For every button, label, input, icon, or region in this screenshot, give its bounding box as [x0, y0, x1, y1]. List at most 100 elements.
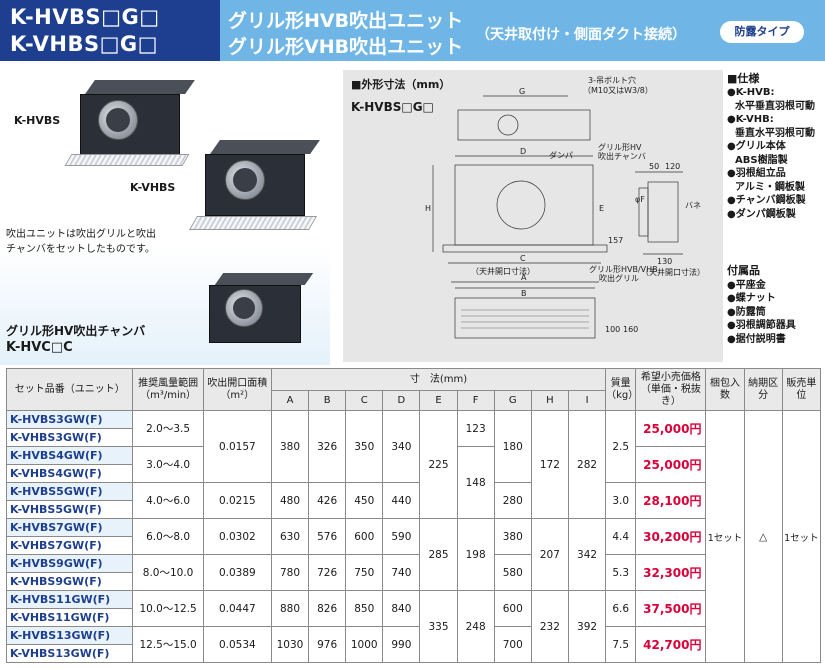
table-cell-dim-d: 840 — [382, 590, 421, 627]
label-ceiling-130: （天井開口寸法） — [641, 268, 705, 277]
spec-item: 水平垂直羽根可動 — [735, 100, 815, 112]
table-cell-price: 25,000円 — [635, 410, 707, 447]
table-cell-model: K-HVBS4GW(F) — [5, 446, 134, 465]
accessories-heading: 付属品 — [727, 264, 760, 277]
table-cell-price: 32,300円 — [635, 554, 707, 591]
top-view-duct — [497, 114, 519, 136]
photo-k-hvbs-unit — [60, 80, 195, 170]
table-cell-dim-d: 990 — [382, 626, 421, 663]
th-delivery: 納期区分 — [743, 368, 783, 411]
table-cell-model: K-VHBS11GW(F) — [5, 608, 134, 627]
accessory-item: ●防露筒 — [727, 306, 766, 318]
photo-note-line1: 吹出ユニットは吹出グリルと吹出 — [6, 229, 156, 240]
spec-table: セット品番（ユニット） 推奨風量範囲（m³/min） 吹出開口面積（m²） 寸 … — [5, 368, 822, 663]
dimension-drawing: ■外形寸法（mm） K-HVBS□G□ — [343, 70, 723, 362]
table-cell-dim-c: 450 — [345, 482, 384, 519]
table-cell-price: 25,000円 — [635, 446, 707, 483]
header-title-vhb: グリル形VHB吹出ユニット — [228, 36, 464, 58]
th-mass: 質量（kg） — [605, 368, 638, 411]
table-cell-area: 0.0534 — [202, 626, 272, 663]
table-cell-airflow: 4.0～6.0 — [132, 482, 204, 519]
table-cell-dim-g: 700 — [493, 626, 532, 663]
label-chamber-1: グリル形HV — [598, 143, 642, 152]
th-area: 吹出開口面積（m²） — [202, 368, 272, 411]
table-cell-dim-e: 285 — [419, 518, 458, 591]
front-view-duct — [496, 180, 546, 230]
chamber-model: K-HVC□C — [6, 340, 73, 355]
table-cell-airflow: 2.0～3.5 — [132, 410, 204, 447]
table-cell-dim-b: 576 — [308, 518, 347, 555]
table-cell-airflow: 6.0～8.0 — [132, 518, 204, 555]
header-title-hvb: グリル形HVB吹出ユニット — [228, 10, 464, 32]
table-cell-model: K-VHBS7GW(F) — [5, 536, 134, 555]
accessory-item: ●蝶ナット — [727, 293, 776, 305]
label-dim-a: A — [521, 273, 527, 282]
table-cell-dim-g: 280 — [493, 482, 532, 519]
label-dim-h: H — [425, 204, 432, 213]
table-cell-dim-g: 600 — [493, 590, 532, 627]
table-cell-dim-f: 198 — [456, 518, 495, 591]
side-view-flange — [638, 187, 649, 237]
table-cell-dim-b: 326 — [308, 410, 347, 483]
table-cell-dim-g: 180 — [493, 410, 532, 483]
accessory-item: ●羽根調節器具 — [727, 320, 796, 332]
label-dim-160: 160 — [623, 325, 639, 334]
table-cell-dim-b: 726 — [308, 554, 347, 591]
table-cell-airflow: 12.5～15.0 — [132, 626, 204, 663]
label-dim-50: 50 — [649, 162, 660, 171]
label-dim-d: D — [520, 147, 527, 156]
label-bolt-hole-1: 3-吊ボルト穴 — [588, 76, 636, 85]
photo-chamber-unit — [195, 273, 315, 353]
table-cell-area: 0.0302 — [202, 518, 272, 555]
spec-list: ■仕様 ●K-HVB: 水平垂直羽根可動 ●K-VHB: 垂直水平羽根可動 ●グ… — [727, 70, 825, 221]
table-cell-model: K-HVBS3GW(F) — [5, 410, 134, 429]
table-cell-price: 28,100円 — [635, 482, 707, 519]
drawing-svg — [432, 95, 683, 339]
photo-k-vhbs-unit — [185, 140, 320, 240]
table-cell-model: K-VHBS9GW(F) — [5, 572, 134, 591]
label-dim-e: E — [599, 204, 605, 213]
table-cell-dim-d: 740 — [382, 554, 421, 591]
th-dim-e: E — [419, 390, 458, 411]
table-cell-dim-a: 480 — [270, 482, 310, 519]
header-title-band: グリル形HVB吹出ユニット グリル形VHB吹出ユニット （天井取付け・側面ダクト… — [218, 0, 825, 61]
spec-item: ●ダンパ鋼板製 — [727, 208, 796, 220]
front-view-grille — [442, 244, 608, 253]
drawing-model: K-HVBS□G□ — [351, 100, 434, 114]
table-cell-unit: 1セット — [781, 410, 822, 663]
header-subtitle: （天井取付け・側面ダクト接続） — [476, 27, 686, 43]
table-cell-dim-a: 880 — [270, 590, 310, 627]
th-dim-f: F — [456, 390, 495, 411]
header-model-block: K-HVBS□G□ K-VHBS□G□ — [0, 0, 220, 61]
label-dim-c: C — [520, 254, 526, 263]
table-cell-dim-i: 342 — [567, 518, 607, 591]
table-cell-airflow: 10.0～12.5 — [132, 590, 204, 627]
label-spring: バネ — [685, 201, 701, 210]
table-cell-dim-b: 976 — [308, 626, 347, 663]
table-cell-model: K-VHBS5GW(F) — [5, 500, 134, 519]
header-arrow — [200, 0, 218, 60]
table-cell-area: 0.0447 — [202, 590, 272, 627]
table-cell-dim-f: 123 — [456, 410, 495, 447]
header-badge: 防露タイプ — [720, 21, 804, 43]
table-cell-airflow: 8.0～10.0 — [132, 554, 204, 591]
table-cell-dim-h: 232 — [530, 590, 569, 663]
table-cell-mass: 6.6 — [605, 590, 637, 627]
th-dim-h: H — [530, 390, 569, 411]
bottom-view-grille — [454, 297, 596, 339]
header-banner: グリル形HVB吹出ユニット グリル形VHB吹出ユニット （天井取付け・側面ダクト… — [0, 0, 825, 61]
table-cell-dim-d: 440 — [382, 482, 421, 519]
table-cell-dim-e: 335 — [419, 590, 458, 663]
label-dim-120: 120 — [665, 162, 681, 171]
table-cell-airflow: 3.0～4.0 — [132, 446, 204, 483]
accessory-item: ●平座金 — [727, 280, 766, 291]
spec-item: アルミ・鋼板製 — [735, 181, 805, 193]
table-cell-model: K-HVBS7GW(F) — [5, 518, 134, 537]
table-cell-dim-d: 340 — [382, 410, 421, 483]
label-bolt-hole-2: （M10又はW3/8） — [583, 86, 653, 95]
side-view-chamber — [647, 181, 679, 243]
table-cell-model: K-HVBS9GW(F) — [5, 554, 134, 573]
table-cell-dim-a: 630 — [270, 518, 310, 555]
header-model-hvbs: K-HVBS□G□ — [10, 5, 160, 29]
table-cell-area: 0.0389 — [202, 554, 272, 591]
